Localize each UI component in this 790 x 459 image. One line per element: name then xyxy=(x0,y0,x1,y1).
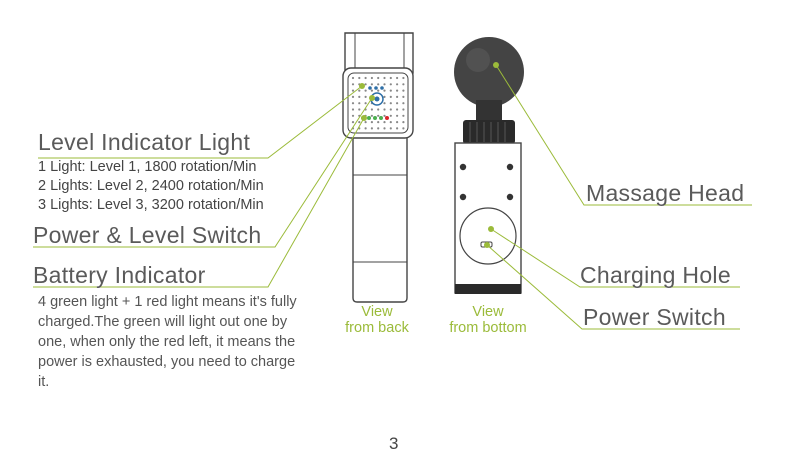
power-switch-title: Power Switch xyxy=(583,304,726,330)
battery-light-red xyxy=(385,116,389,120)
level-indicator-title: Level Indicator Light xyxy=(38,129,251,155)
level-list: 1 Light: Level 1, 1800 rotation/Min 2 Li… xyxy=(38,158,264,215)
battery-description: 4 green light + 1 red light means it's f… xyxy=(38,294,297,390)
view-back-line2: from back xyxy=(345,320,409,336)
level-item: 2 Lights: Level 2, 2400 rotation/Min xyxy=(38,178,264,194)
level-item: 3 Lights: Level 3, 3200 rotation/Min xyxy=(38,197,264,213)
massage-head-title: Massage Head xyxy=(586,180,745,206)
back-view-device xyxy=(342,32,414,303)
page-number: 3 xyxy=(389,434,399,453)
view-back-line1: View xyxy=(361,304,393,320)
view-bottom-line2: from bottom xyxy=(449,320,527,336)
charging-hole-title: Charging Hole xyxy=(580,262,731,288)
bottom-view-device xyxy=(454,37,524,294)
battery-indicator-title: Battery Indicator xyxy=(33,262,206,288)
massage-head-ball xyxy=(454,37,524,107)
level-item: 1 Light: Level 1, 1800 rotation/Min xyxy=(38,159,257,175)
power-level-switch-title: Power & Level Switch xyxy=(33,222,262,248)
view-bottom-line1: View xyxy=(472,304,504,320)
speaker-dot-grid xyxy=(351,76,405,130)
view-from-bottom-caption: View from bottom xyxy=(440,304,536,336)
view-from-back-caption: View from back xyxy=(335,304,419,336)
leader-lines xyxy=(33,64,752,330)
